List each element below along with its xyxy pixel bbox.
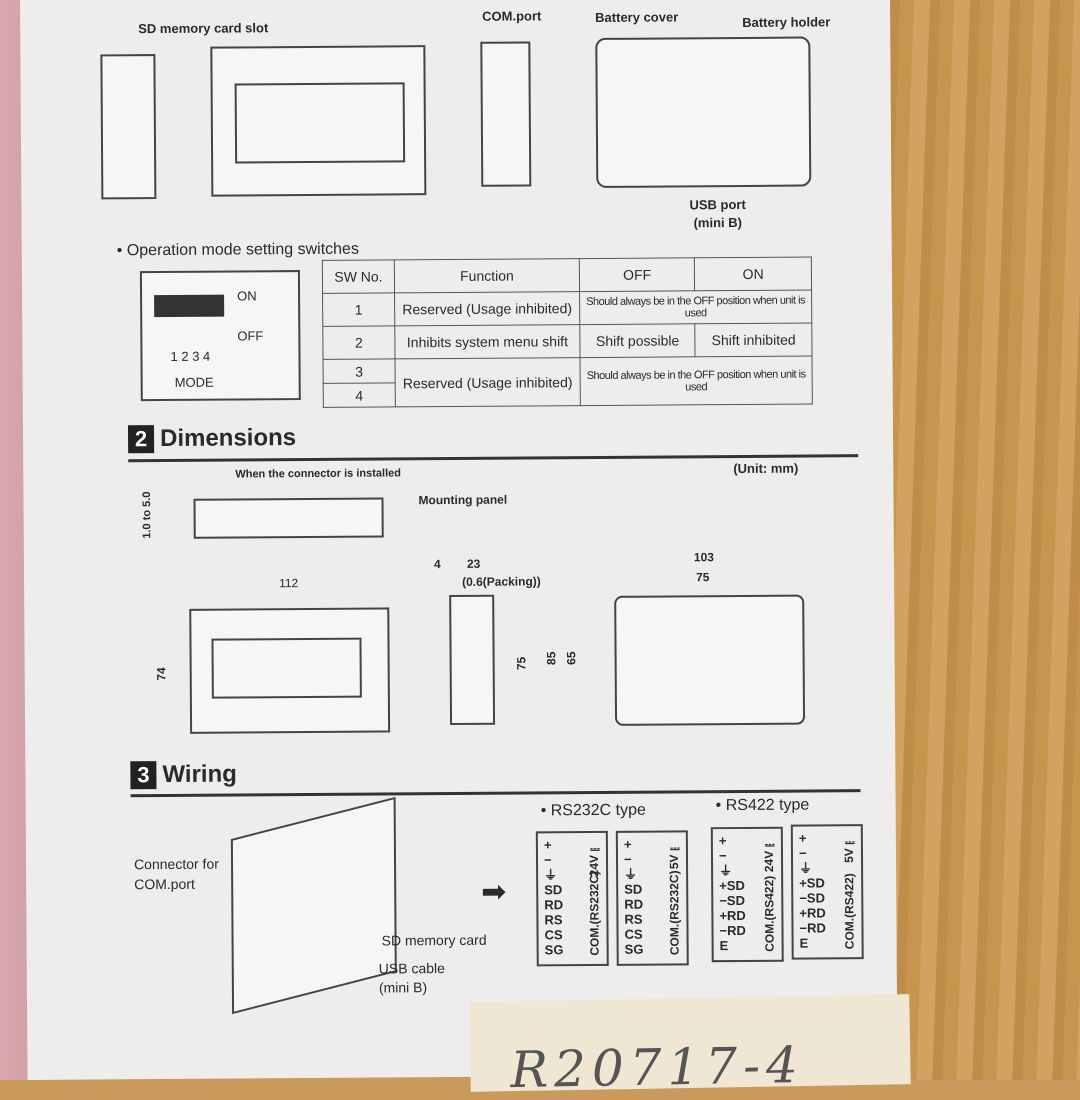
voltage-label: 5V⎓ — [666, 842, 682, 870]
wood-surface — [860, 0, 1080, 1080]
header-on: ON — [694, 256, 812, 291]
dim-85: 85 — [544, 651, 559, 666]
on-label: ON — [237, 288, 257, 304]
cell: Reserved (Usage inhibited) — [395, 357, 581, 407]
usb-port-label: USB port — [689, 196, 746, 213]
handwritten-label: R20717-4 — [469, 994, 911, 1099]
com-label: COM.(RS422) — [762, 875, 777, 952]
section-number: 2 — [127, 425, 155, 454]
dip-switch-diagram: ON OFF 1 2 3 4 MODE — [139, 270, 301, 402]
section-number: 3 — [130, 761, 157, 790]
cell: Reserved (Usage inhibited) — [394, 291, 580, 326]
header-sw: SW No. — [322, 259, 395, 294]
packing-label: (0.6(Packing)) — [462, 574, 541, 589]
sd-slot-label: SD memory card slot — [138, 20, 269, 37]
cell: 2 — [322, 325, 396, 360]
section-title: Dimensions — [159, 424, 297, 453]
usb-cable-text: USB cable — [378, 960, 445, 977]
switch-numbers: 1 2 3 4 — [170, 348, 211, 364]
dim-103: 103 — [693, 550, 714, 565]
usb-cable-label: USB cable (mini B) — [379, 959, 445, 997]
front-view-drawing — [210, 45, 427, 197]
usb-cable-sub: (mini B) — [378, 979, 428, 996]
voltage-label: 5V⎓ — [841, 836, 857, 863]
rs232c-heading: • RS232C type — [540, 801, 646, 820]
dim-75-width: 75 — [695, 570, 710, 585]
cell: Shift inhibited — [695, 322, 813, 357]
cell: 4 — [323, 382, 396, 408]
rs422-heading: • RS422 type — [715, 796, 810, 815]
dim-65: 65 — [564, 651, 579, 665]
cell: Inhibits system menu shift — [394, 324, 581, 359]
cell: Should always be in the OFF position whe… — [580, 355, 813, 406]
rs232c-text: RS232C type — [550, 801, 646, 820]
cell: Shift possible — [579, 323, 696, 358]
top-view-drawing — [193, 497, 384, 539]
device-wiring-drawing — [230, 796, 397, 1015]
com-label: COM.(RS422) — [842, 873, 857, 950]
handwritten-text: R20717-4 — [509, 1036, 805, 1100]
off-label: OFF — [237, 328, 264, 344]
side-dimension-drawing — [449, 594, 496, 726]
dim-112: 112 — [279, 576, 299, 591]
unit-label: (Unit: mm) — [733, 460, 799, 477]
side-view-drawing — [100, 54, 157, 200]
dip-switch-icon — [154, 294, 225, 318]
usb-port-sub: (mini B) — [693, 214, 743, 231]
sd-card-label: SD memory card — [381, 931, 487, 949]
rear-view-drawing — [595, 36, 812, 188]
header-function: Function — [394, 258, 580, 293]
connector-label-2: COM.port — [134, 875, 195, 893]
voltage-label: 24V⎓ — [761, 838, 777, 873]
cell: 1 — [322, 292, 395, 327]
connector-note: When the connector is installed — [235, 467, 401, 481]
com-port-label: COM.port — [482, 8, 542, 24]
range-label: 1.0 to 5.0 — [140, 491, 154, 539]
com-label: COM.(RS232C) — [587, 871, 602, 957]
dim-74: 74 — [154, 667, 169, 681]
battery-cover-label: Battery cover — [595, 9, 679, 25]
arrow-right-icon: ➡ — [481, 875, 507, 909]
dim-23: 23 — [466, 556, 481, 571]
section-title: Wiring — [162, 760, 237, 789]
rear-dimension-drawing — [614, 594, 806, 726]
manual-page: SD memory card slot COM.port Battery cov… — [20, 0, 898, 1080]
rs422-text: RS422 type — [725, 796, 810, 815]
battery-holder-label: Battery holder — [742, 14, 831, 30]
cell: Should always be in the OFF position whe… — [579, 289, 812, 325]
dim-75-height: 75 — [514, 656, 529, 671]
switches-heading-text: Operation mode setting switches — [126, 240, 359, 260]
switches-heading: • Operation mode setting switches — [116, 240, 359, 260]
mounting-panel-label: Mounting panel — [418, 492, 508, 508]
dim-4: 4 — [433, 557, 441, 572]
com-side-drawing — [480, 41, 532, 187]
cell: 3 — [323, 358, 396, 384]
connector-label-1: Connector for — [133, 855, 219, 873]
com-label: COM.(RS232C) — [667, 870, 682, 956]
header-off: OFF — [579, 257, 695, 292]
front-dimension-drawing — [189, 607, 391, 734]
mode-label: MODE — [174, 374, 214, 390]
